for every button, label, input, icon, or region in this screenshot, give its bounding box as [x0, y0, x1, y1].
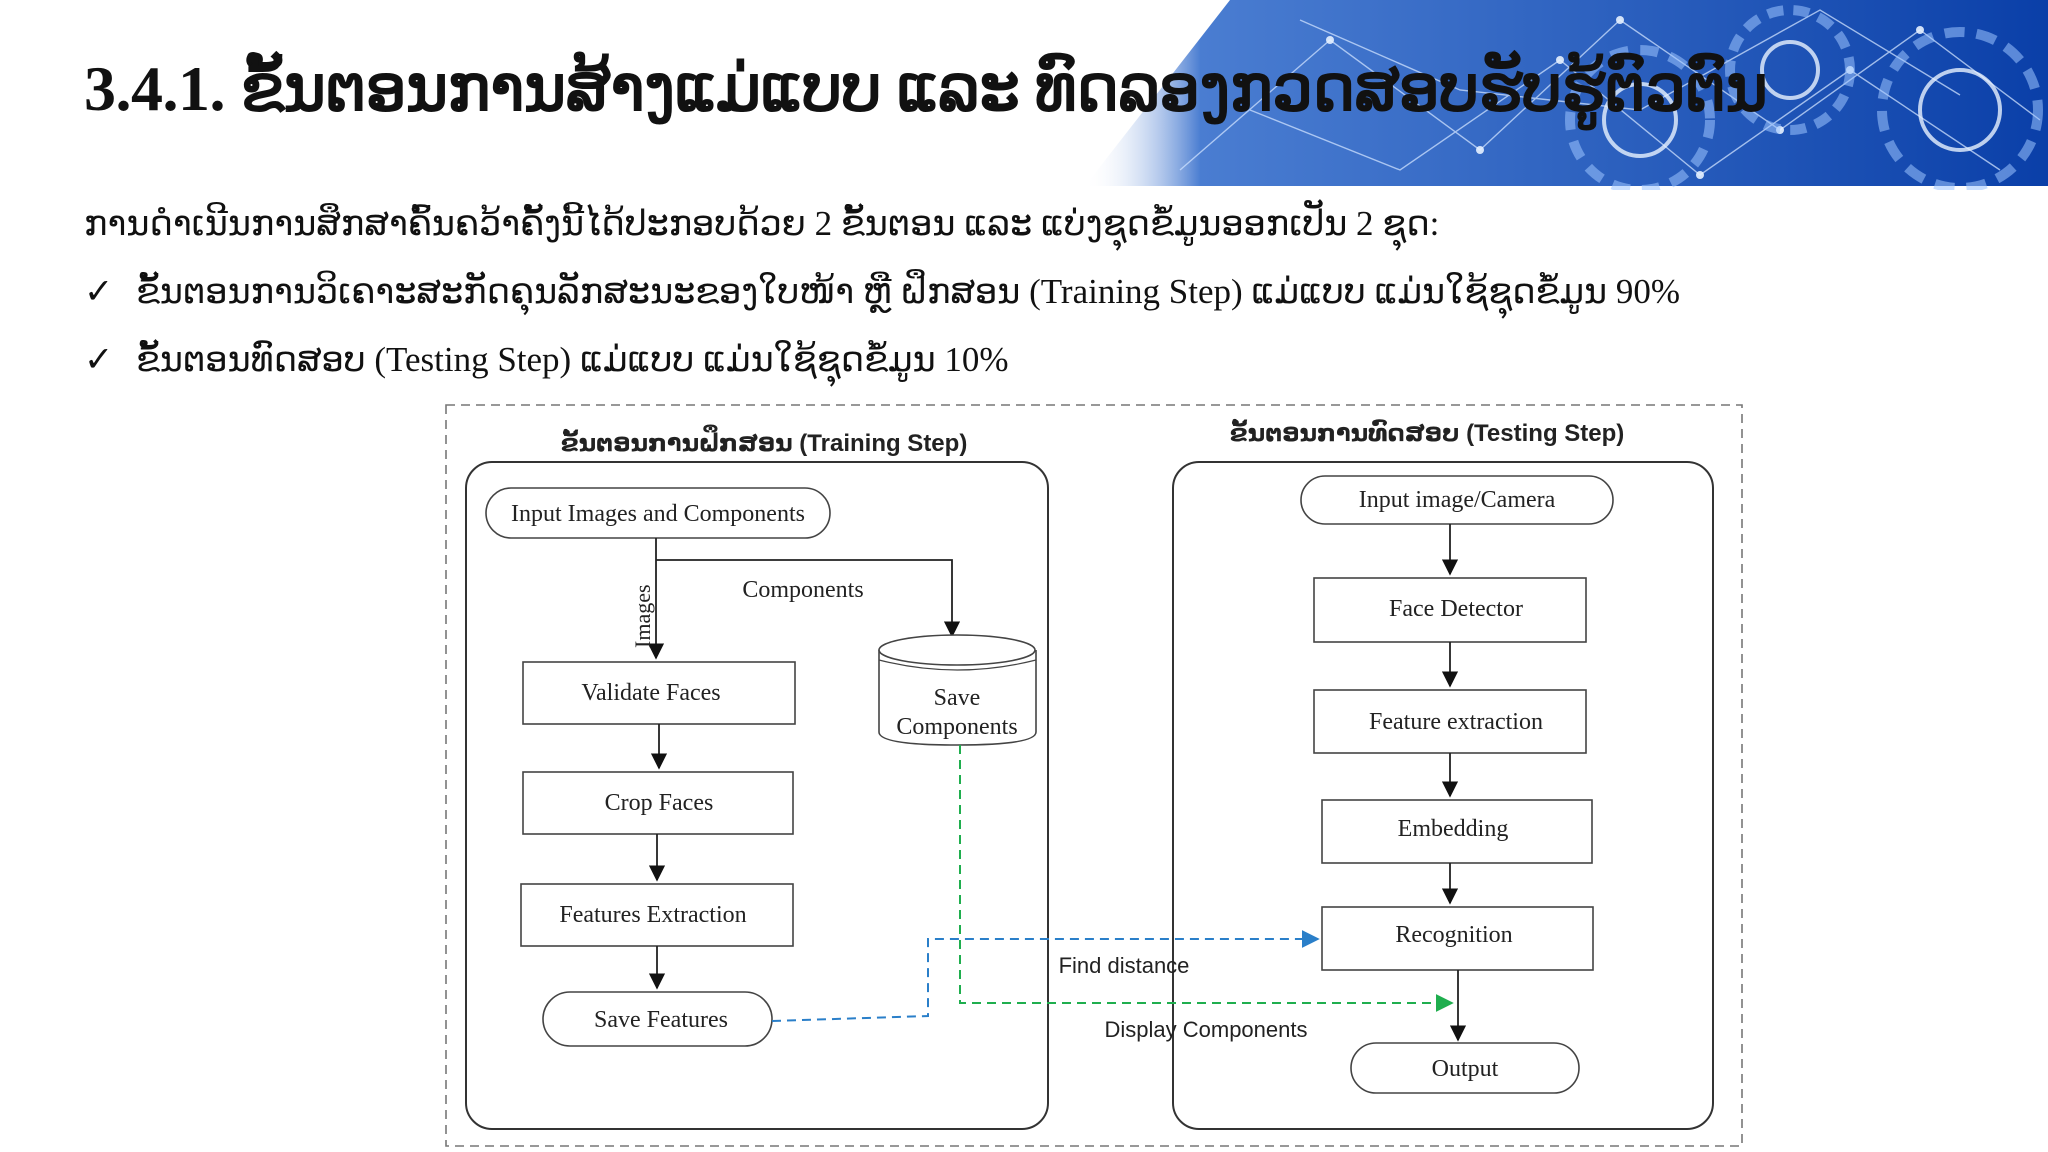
crop-faces-label: Crop Faces: [605, 790, 714, 816]
output-label: Output: [1432, 1056, 1499, 1082]
recognition-node: [1321, 906, 1594, 971]
check-icon: ✓: [84, 340, 114, 379]
save-components-label-1: Save: [934, 685, 981, 711]
input-images-label: Input Images and Components: [511, 501, 805, 527]
input-images-node: [485, 487, 831, 539]
database-icon: [878, 634, 1037, 746]
check-icon: ✓: [84, 272, 114, 311]
display-components-link: [959, 745, 1454, 1012]
features-extraction-node: [520, 883, 794, 947]
images-label: Images: [630, 584, 655, 648]
testing-heading: ຂັ້ນຕອນການທົດສອບ (Testing Step): [1230, 418, 1625, 447]
display-components-label: Display Components: [1105, 1017, 1308, 1042]
find-distance-label: Find distance: [1059, 953, 1190, 978]
intro-text: ການດຳເນີນການສຶກສາຄົ້ນຄວ້າຄັ້ງນີ້ໄດ້ປະກອບ…: [84, 204, 1440, 243]
crop-faces-node: [522, 771, 794, 835]
slide-title: 3.4.1. ຂັ້ນຕອນການສ້າງແມ່ແບບ ແລະ ທົດລອງກວ…: [84, 53, 1768, 124]
embedding-label: Embedding: [1398, 816, 1509, 842]
training-panel: [465, 461, 1049, 1130]
components-label: Components: [742, 577, 863, 603]
embedding-node: [1321, 799, 1593, 864]
bullet-testing: ✓ ຂັ້ນຕອນທົດສອບ (Testing Step) ແມ່ແບບ ແມ່…: [84, 340, 1009, 380]
diagram-frame: [445, 404, 1743, 1147]
bullet-testing-text: ຂັ້ນຕອນທົດສອບ (Testing Step) ແມ່ແບບ ແມ່ນ…: [136, 340, 1009, 379]
feature-extraction-label: Feature extraction: [1369, 709, 1543, 735]
save-features-node: [542, 991, 773, 1047]
features-extraction-label: Features Extraction: [559, 902, 746, 928]
validate-faces-label: Validate Faces: [581, 680, 720, 706]
input-camera-node: [1300, 475, 1614, 525]
bullet-training-text: ຂັ້ນຕອນການວິເຄາະສະກັດຄຸນລັກສະນະຂອງໃບໜ້າ …: [136, 272, 1680, 311]
input-camera-label: Input image/Camera: [1359, 487, 1556, 513]
save-components-label-2: Components: [896, 714, 1017, 740]
face-detector-label: Face Detector: [1389, 596, 1523, 622]
recognition-label: Recognition: [1395, 922, 1512, 948]
bullet-training: ✓ ຂັ້ນຕອນການວິເຄາະສະກັດຄຸນລັກສະນະຂອງໃບໜ້າ…: [84, 272, 1680, 312]
find-distance-link: [771, 930, 1320, 1022]
testing-panel: [1172, 461, 1714, 1130]
training-heading: ຂັ້ນຕອນການຝຶກສອນ (Training Step): [561, 422, 968, 457]
save-features-label: Save Features: [594, 1007, 728, 1033]
components-arrow: [656, 559, 961, 638]
output-node: [1350, 1042, 1580, 1094]
gears-network-icon: [1085, 0, 2048, 190]
face-detector-node: [1313, 577, 1587, 643]
feature-extraction-node: [1313, 689, 1587, 754]
validate-faces-node: [522, 661, 796, 725]
